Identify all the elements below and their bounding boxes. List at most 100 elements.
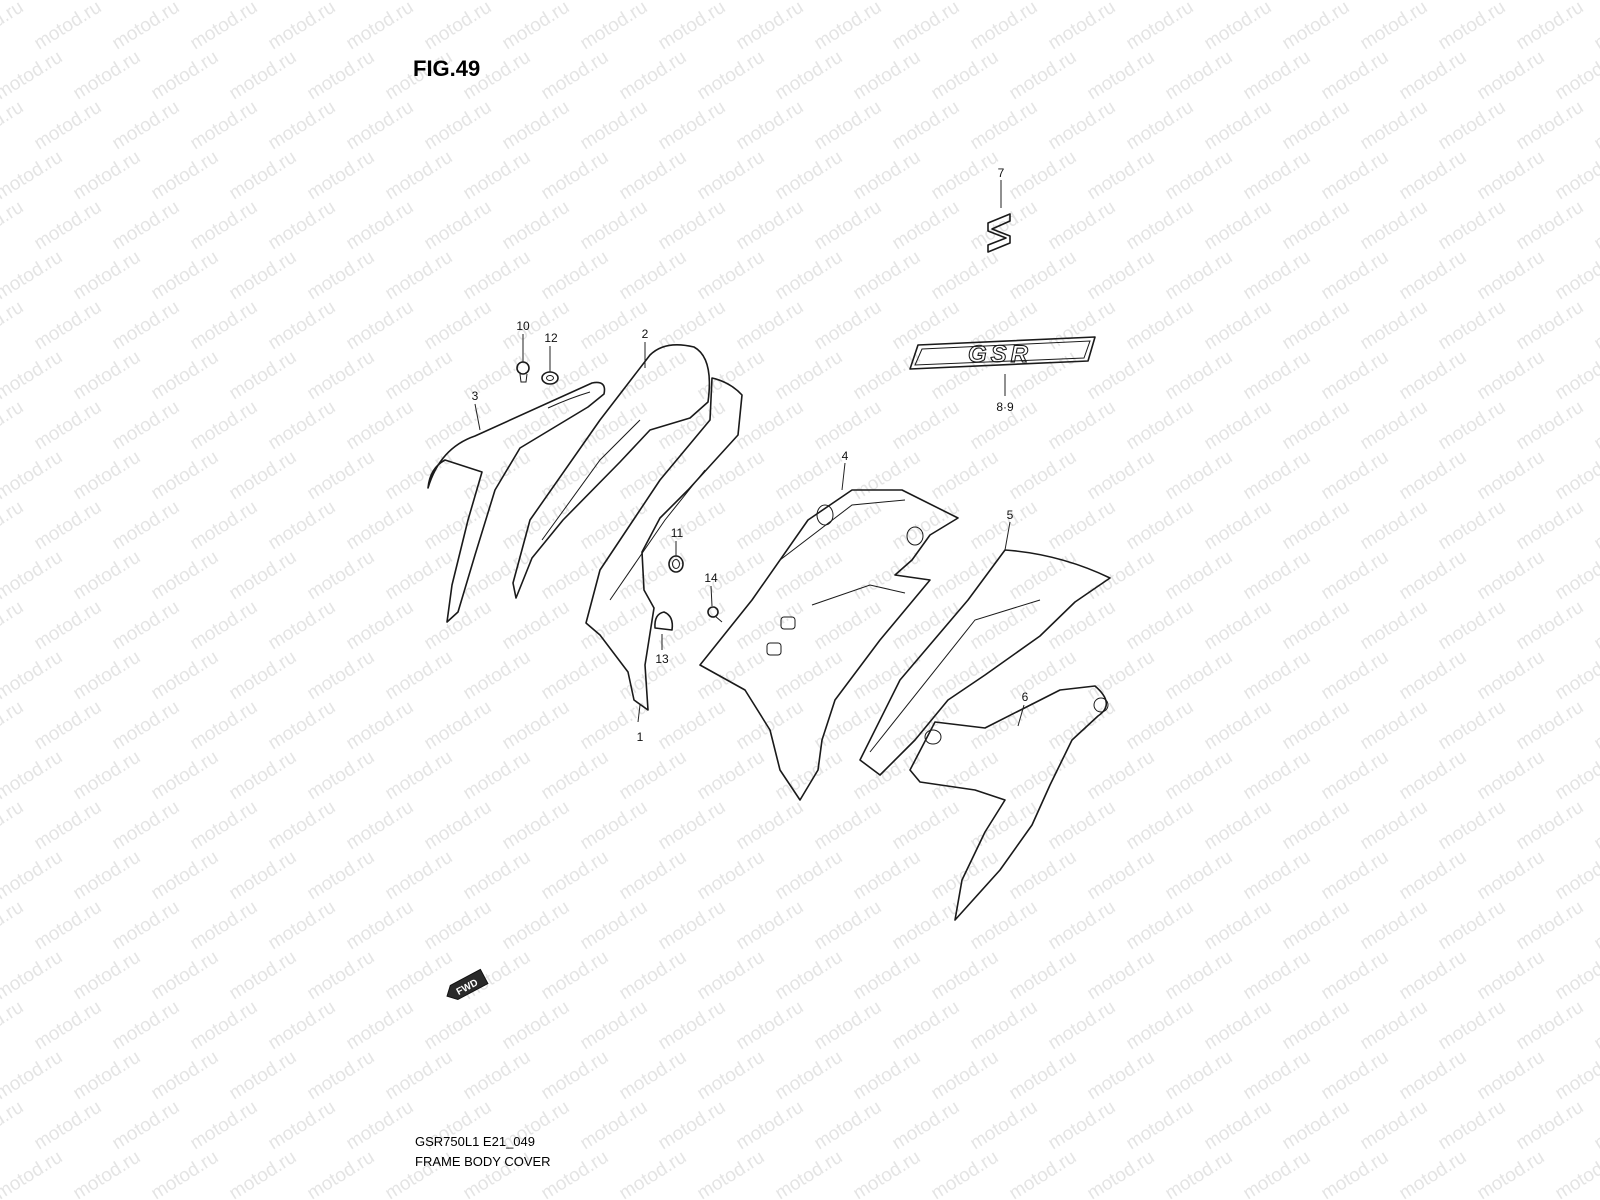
watermark-text: motod.ru — [577, 797, 652, 855]
watermark-text: motod.ru — [187, 697, 262, 755]
watermark-text: motod.ru — [343, 97, 418, 155]
watermark-text: motod.ru — [226, 0, 301, 4]
watermark-text: motod.ru — [382, 1047, 457, 1105]
watermark-text: motod.ru — [460, 1047, 535, 1105]
watermark-text: motod.ru — [226, 647, 301, 705]
watermark-text: motod.ru — [1123, 397, 1198, 455]
watermark-text: motod.ru — [1396, 447, 1471, 505]
watermark-text: motod.ru — [1513, 497, 1588, 555]
watermark-text: motod.ru — [265, 497, 340, 555]
watermark-text: motod.ru — [1201, 497, 1276, 555]
watermark-text: motod.ru — [70, 47, 145, 105]
watermark-text: motod.ru — [1084, 1147, 1159, 1200]
watermark-text: motod.ru — [850, 1147, 925, 1200]
watermark-text: motod.ru — [499, 697, 574, 755]
watermark-text: motod.ru — [1435, 0, 1510, 54]
watermark-text: motod.ru — [772, 347, 847, 405]
watermark-text: motod.ru — [421, 0, 496, 54]
watermark-text: motod.ru — [421, 397, 496, 455]
watermark-text: motod.ru — [265, 297, 340, 355]
watermark-text: motod.ru — [0, 147, 66, 205]
watermark-text: motod.ru — [1318, 0, 1393, 4]
watermark-text: motod.ru — [1552, 547, 1600, 605]
watermark-text: motod.ru — [538, 247, 613, 305]
watermark-text: motod.ru — [421, 197, 496, 255]
watermark-text: motod.ru — [460, 847, 535, 905]
watermark-text: motod.ru — [694, 147, 769, 205]
watermark-text: motod.ru — [1279, 1097, 1354, 1155]
watermark-text: motod.ru — [31, 597, 106, 655]
watermark-text: motod.ru — [577, 197, 652, 255]
watermark-text: motod.ru — [1435, 197, 1510, 255]
watermark-text: motod.ru — [1591, 197, 1600, 255]
watermark-text: motod.ru — [1084, 847, 1159, 905]
watermark-text: motod.ru — [31, 297, 106, 355]
gsr-badge: GSR — [909, 336, 1096, 370]
watermark-text: motod.ru — [850, 247, 925, 305]
watermark-text: motod.ru — [1162, 47, 1237, 105]
watermark-text: motod.ru — [304, 947, 379, 1005]
watermark-text: motod.ru — [382, 847, 457, 905]
watermark-text: motod.ru — [343, 1097, 418, 1155]
watermark-text: motod.ru — [109, 797, 184, 855]
watermark-text: motod.ru — [772, 147, 847, 205]
watermark-text: motod.ru — [0, 797, 27, 855]
watermark-text: motod.ru — [811, 297, 886, 355]
watermark-text: motod.ru — [1045, 597, 1120, 655]
callout-12: 12 — [544, 331, 558, 345]
watermark-text: motod.ru — [382, 547, 457, 605]
watermark-text: motod.ru — [1006, 1047, 1081, 1105]
watermark-text: motod.ru — [304, 1047, 379, 1105]
watermark-text: motod.ru — [616, 347, 691, 405]
watermark-text: motod.ru — [538, 847, 613, 905]
watermark-text: motod.ru — [265, 897, 340, 955]
watermark-text: motod.ru — [1474, 247, 1549, 305]
watermark-text: motod.ru — [187, 97, 262, 155]
watermark-text: motod.ru — [1591, 497, 1600, 555]
watermark-text: motod.ru — [772, 1047, 847, 1105]
watermark-text: motod.ru — [1357, 497, 1432, 555]
watermark-text: motod.ru — [1162, 347, 1237, 405]
watermark-text: motod.ru — [499, 497, 574, 555]
watermark-text: motod.ru — [31, 0, 106, 54]
watermark-text: motod.ru — [0, 297, 27, 355]
watermark-text: motod.ru — [1474, 347, 1549, 405]
watermark-text: motod.ru — [1513, 97, 1588, 155]
watermark-text: motod.ru — [616, 1047, 691, 1105]
watermark-text: motod.ru — [616, 1147, 691, 1200]
watermark-text: motod.ru — [0, 1197, 27, 1200]
watermark-text: motod.ru — [1318, 947, 1393, 1005]
watermark-text: motod.ru — [1552, 247, 1600, 305]
watermark-text: motod.ru — [187, 997, 262, 1055]
watermark-text: motod.ru — [70, 1047, 145, 1105]
watermark-text: motod.ru — [0, 0, 27, 54]
watermark-text: motod.ru — [1357, 697, 1432, 755]
watermark-text: motod.ru — [772, 247, 847, 305]
watermark-text: motod.ru — [1162, 1147, 1237, 1200]
watermark-text: motod.ru — [967, 997, 1042, 1055]
watermark-text: motod.ru — [889, 297, 964, 355]
watermark-text: motod.ru — [850, 847, 925, 905]
watermark-text: motod.ru — [109, 197, 184, 255]
watermark-text: motod.ru — [1396, 1147, 1471, 1200]
watermark-text: motod.ru — [1240, 47, 1315, 105]
watermark-text: motod.ru — [343, 297, 418, 355]
watermark-text: motod.ru — [109, 0, 184, 54]
watermark-text: motod.ru — [460, 647, 535, 705]
part-1-frame-cover — [585, 377, 743, 711]
watermark-text: motod.ru — [1591, 0, 1600, 54]
watermark-text: motod.ru — [1552, 747, 1600, 805]
watermark-text: motod.ru — [1123, 497, 1198, 555]
watermark-text: motod.ru — [460, 247, 535, 305]
watermark-text: motod.ru — [226, 847, 301, 905]
watermark-text: motod.ru — [499, 0, 574, 54]
watermark-text: motod.ru — [538, 47, 613, 105]
watermark-text: motod.ru — [850, 1047, 925, 1105]
watermark-text: motod.ru — [1474, 447, 1549, 505]
watermark-text: motod.ru — [577, 1097, 652, 1155]
watermark-text: motod.ru — [1513, 797, 1588, 855]
watermark-text: motod.ru — [1474, 747, 1549, 805]
callout-3: 3 — [472, 389, 479, 403]
watermark-text: motod.ru — [304, 447, 379, 505]
